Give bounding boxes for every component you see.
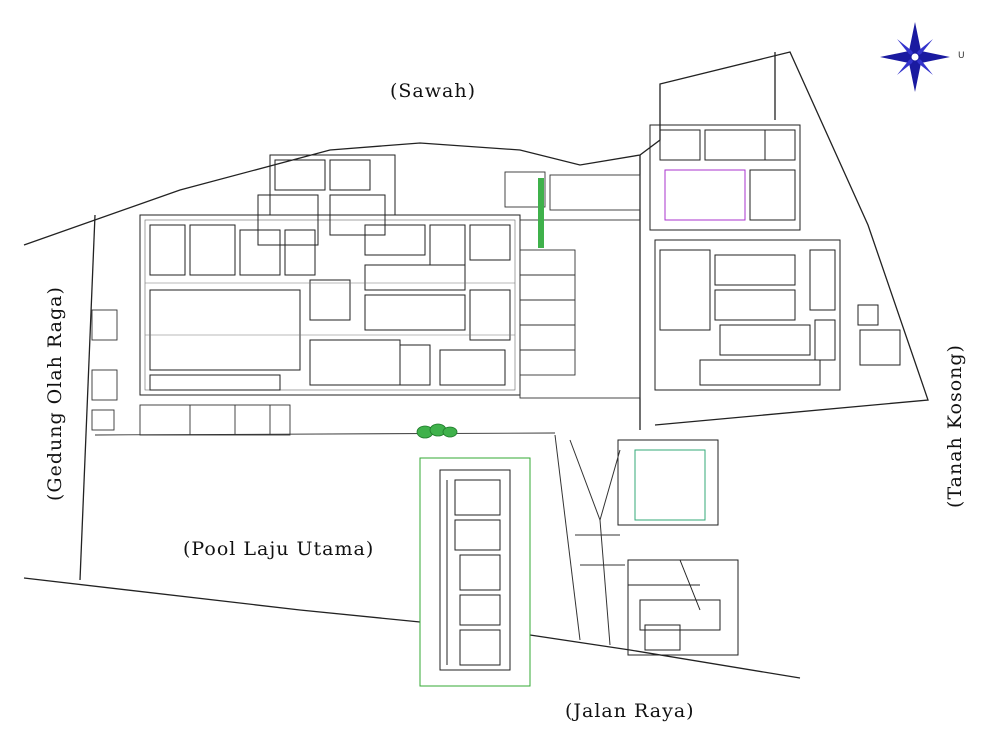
corridor [504, 171, 641, 399]
compass-rose-icon [880, 22, 950, 92]
site-boundary [23, 51, 929, 679]
west-label: (Gedung Olah Raga) [44, 286, 66, 501]
green-strip [538, 178, 544, 248]
south-label: (Jalan Raya) [565, 700, 695, 722]
right-building [649, 124, 901, 391]
north-label: (Sawah) [390, 80, 476, 102]
compass-letter: U [958, 51, 965, 61]
tree-icon [416, 423, 458, 439]
east-label: (Tanah Kosong) [944, 344, 966, 508]
southwest-label: (Pool Laju Utama) [183, 538, 375, 560]
entrance-road [554, 434, 625, 646]
southeast-building [617, 439, 739, 656]
main-building [139, 154, 521, 396]
inset-plan [419, 457, 531, 687]
south-strip [91, 309, 556, 436]
